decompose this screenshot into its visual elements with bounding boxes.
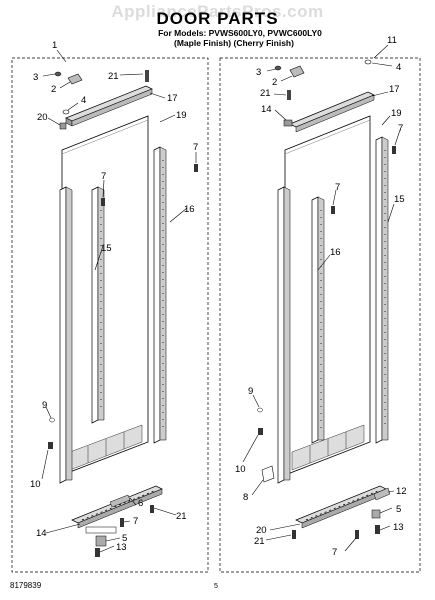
- callout-7: 7: [193, 142, 198, 153]
- callout-3: 3: [256, 67, 261, 78]
- callout-13: 13: [393, 522, 404, 533]
- callout-14: 14: [261, 104, 272, 115]
- page-number: 5: [214, 583, 218, 590]
- callout-21: 21: [260, 88, 271, 99]
- callout-2: 2: [51, 84, 56, 95]
- callout-7: 7: [332, 547, 337, 558]
- callout-21: 21: [108, 71, 119, 82]
- callout-21: 21: [254, 536, 265, 547]
- page-title: DOOR PARTS: [156, 9, 279, 28]
- callout-5: 5: [122, 533, 127, 544]
- left-door-assembly: [48, 70, 198, 557]
- callout-3: 3: [33, 72, 38, 83]
- callout-17: 17: [167, 93, 178, 104]
- models-line-2: (Maple Finish) (Cherry Finish): [174, 38, 294, 48]
- callout-6: 6: [138, 498, 143, 509]
- callout-15: 15: [101, 243, 112, 254]
- callout-4: 4: [396, 62, 401, 73]
- model-info: For Models: PVWS600LY0, PVWC600LY0 (Mapl…: [130, 28, 350, 48]
- callout-7: 7: [101, 171, 106, 182]
- left-door-frame: [11, 57, 209, 573]
- callout-4: 4: [81, 95, 86, 106]
- left-glass-panel: [61, 115, 149, 476]
- callout-2: 2: [272, 77, 277, 88]
- callout-5: 5: [396, 504, 401, 515]
- callout-10: 10: [30, 479, 41, 490]
- callout-9: 9: [248, 386, 253, 397]
- callout-20: 20: [256, 525, 267, 536]
- callout-19: 19: [391, 108, 402, 119]
- callout-7: 7: [398, 123, 403, 134]
- callout-20: 20: [37, 112, 48, 123]
- watermark: AppliancePartsPros.com: [111, 2, 324, 21]
- callout-10: 10: [235, 464, 246, 475]
- screw-icon: [194, 164, 198, 172]
- callout-13: 13: [116, 542, 127, 553]
- right-glass-panel: [284, 115, 371, 476]
- callout-11: 11: [387, 35, 397, 46]
- callout-7: 7: [335, 182, 340, 193]
- callout-8: 8: [243, 492, 248, 503]
- part-number: 8179839: [10, 581, 42, 590]
- callout-12: 12: [396, 486, 407, 497]
- callout-16: 16: [184, 204, 195, 215]
- callout-17: 17: [389, 84, 400, 95]
- callout-7: 7: [133, 516, 138, 527]
- callout-14: 14: [36, 528, 47, 539]
- callout-1: 1: [52, 40, 57, 51]
- right-door-frame: [219, 57, 421, 573]
- right-door-assembly: [257, 59, 396, 539]
- callout-15: 15: [394, 194, 405, 205]
- models-line-1: For Models: PVWS600LY0, PVWC600LY0: [158, 28, 322, 38]
- callout-16: 16: [330, 247, 341, 258]
- callout-19: 19: [176, 110, 187, 121]
- callout-21: 21: [176, 511, 187, 522]
- callout-9: 9: [42, 400, 47, 411]
